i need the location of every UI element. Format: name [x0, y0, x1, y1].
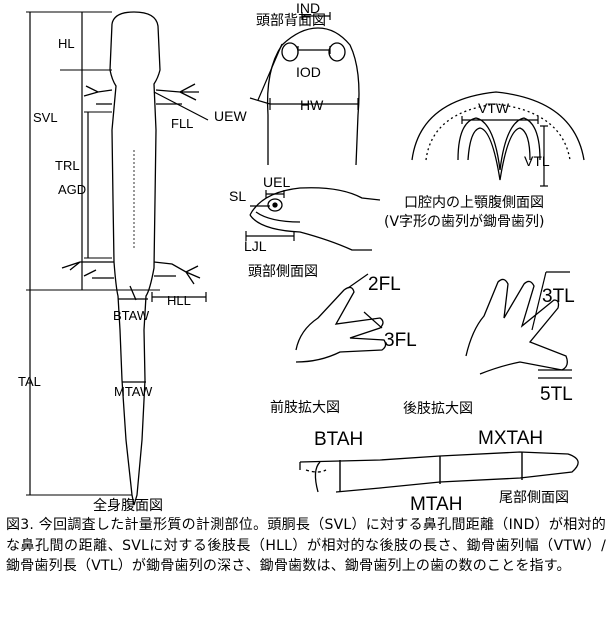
- view-title-head-dorsal: 頭部背面図: [256, 13, 326, 29]
- oral-measure-lines: [461, 116, 548, 187]
- head-dorsal-measure-lines: [249, 12, 359, 110]
- figure-caption: 図3. 今回調査した計量形質の計測部位。頭胴長（SVL）に対する鼻孔間距離（IN…: [6, 517, 606, 574]
- label-SL: SL: [229, 188, 246, 204]
- ventral-measure-lines: [26, 11, 209, 496]
- label-UEL: UEL: [263, 174, 290, 190]
- label-VTL: VTL: [524, 153, 550, 169]
- view-title-head-lateral: 頭部側面図: [248, 264, 318, 280]
- label-SVL: SVL: [33, 110, 58, 125]
- forelimb-drawing: [295, 286, 387, 363]
- oral-drawing: [411, 91, 585, 181]
- label-AGD: AGD: [58, 182, 86, 197]
- label-IOD: IOD: [296, 64, 321, 80]
- view-title-oral: 口腔内の上顎腹側面図: [404, 194, 544, 211]
- label-TAL: TAL: [18, 374, 41, 389]
- label-5TL: 5TL: [540, 384, 573, 405]
- label-FLL: FLL: [171, 116, 193, 131]
- head-lateral-measure-lines: [245, 190, 295, 241]
- label-MXTAH: MXTAH: [478, 428, 543, 449]
- label-HL: HL: [58, 36, 75, 51]
- ventral-body-drawing: [61, 11, 201, 506]
- label-UEW: UEW: [214, 108, 247, 124]
- view-title-ventral: 全身腹面図: [93, 497, 163, 514]
- view-title-forelimb: 前肢拡大図: [270, 399, 340, 416]
- tail-measure-lines: [339, 452, 523, 492]
- label-IND: IND: [296, 0, 320, 16]
- label-MTAH: MTAH: [410, 494, 462, 515]
- label-TRL: TRL: [55, 158, 80, 173]
- view-title-hindlimb: 後肢拡大図: [403, 401, 473, 417]
- label-HLL: HLL: [167, 293, 191, 308]
- label-BTAW: BTAW: [113, 308, 150, 323]
- label-MTAW: MTAW: [114, 384, 153, 399]
- label-3TL: 3TL: [542, 286, 575, 307]
- label-3FL: 3FL: [384, 330, 417, 351]
- view-note-oral: (V字形の歯列が鋤骨歯列): [384, 214, 545, 230]
- view-title-tail: 尾部側面図: [499, 490, 569, 506]
- tail-lateral-drawing: [299, 451, 579, 493]
- head-lateral-drawing: [249, 187, 381, 251]
- forelimb-measure-lines: [347, 273, 383, 329]
- label-HW: HW: [300, 97, 324, 113]
- label-BTAH: BTAH: [314, 429, 363, 450]
- label-2FL: 2FL: [368, 274, 401, 295]
- hindlimb-measure-lines: [531, 271, 572, 379]
- label-LJL: LJL: [244, 238, 267, 254]
- label-VTW: VTW: [478, 100, 510, 116]
